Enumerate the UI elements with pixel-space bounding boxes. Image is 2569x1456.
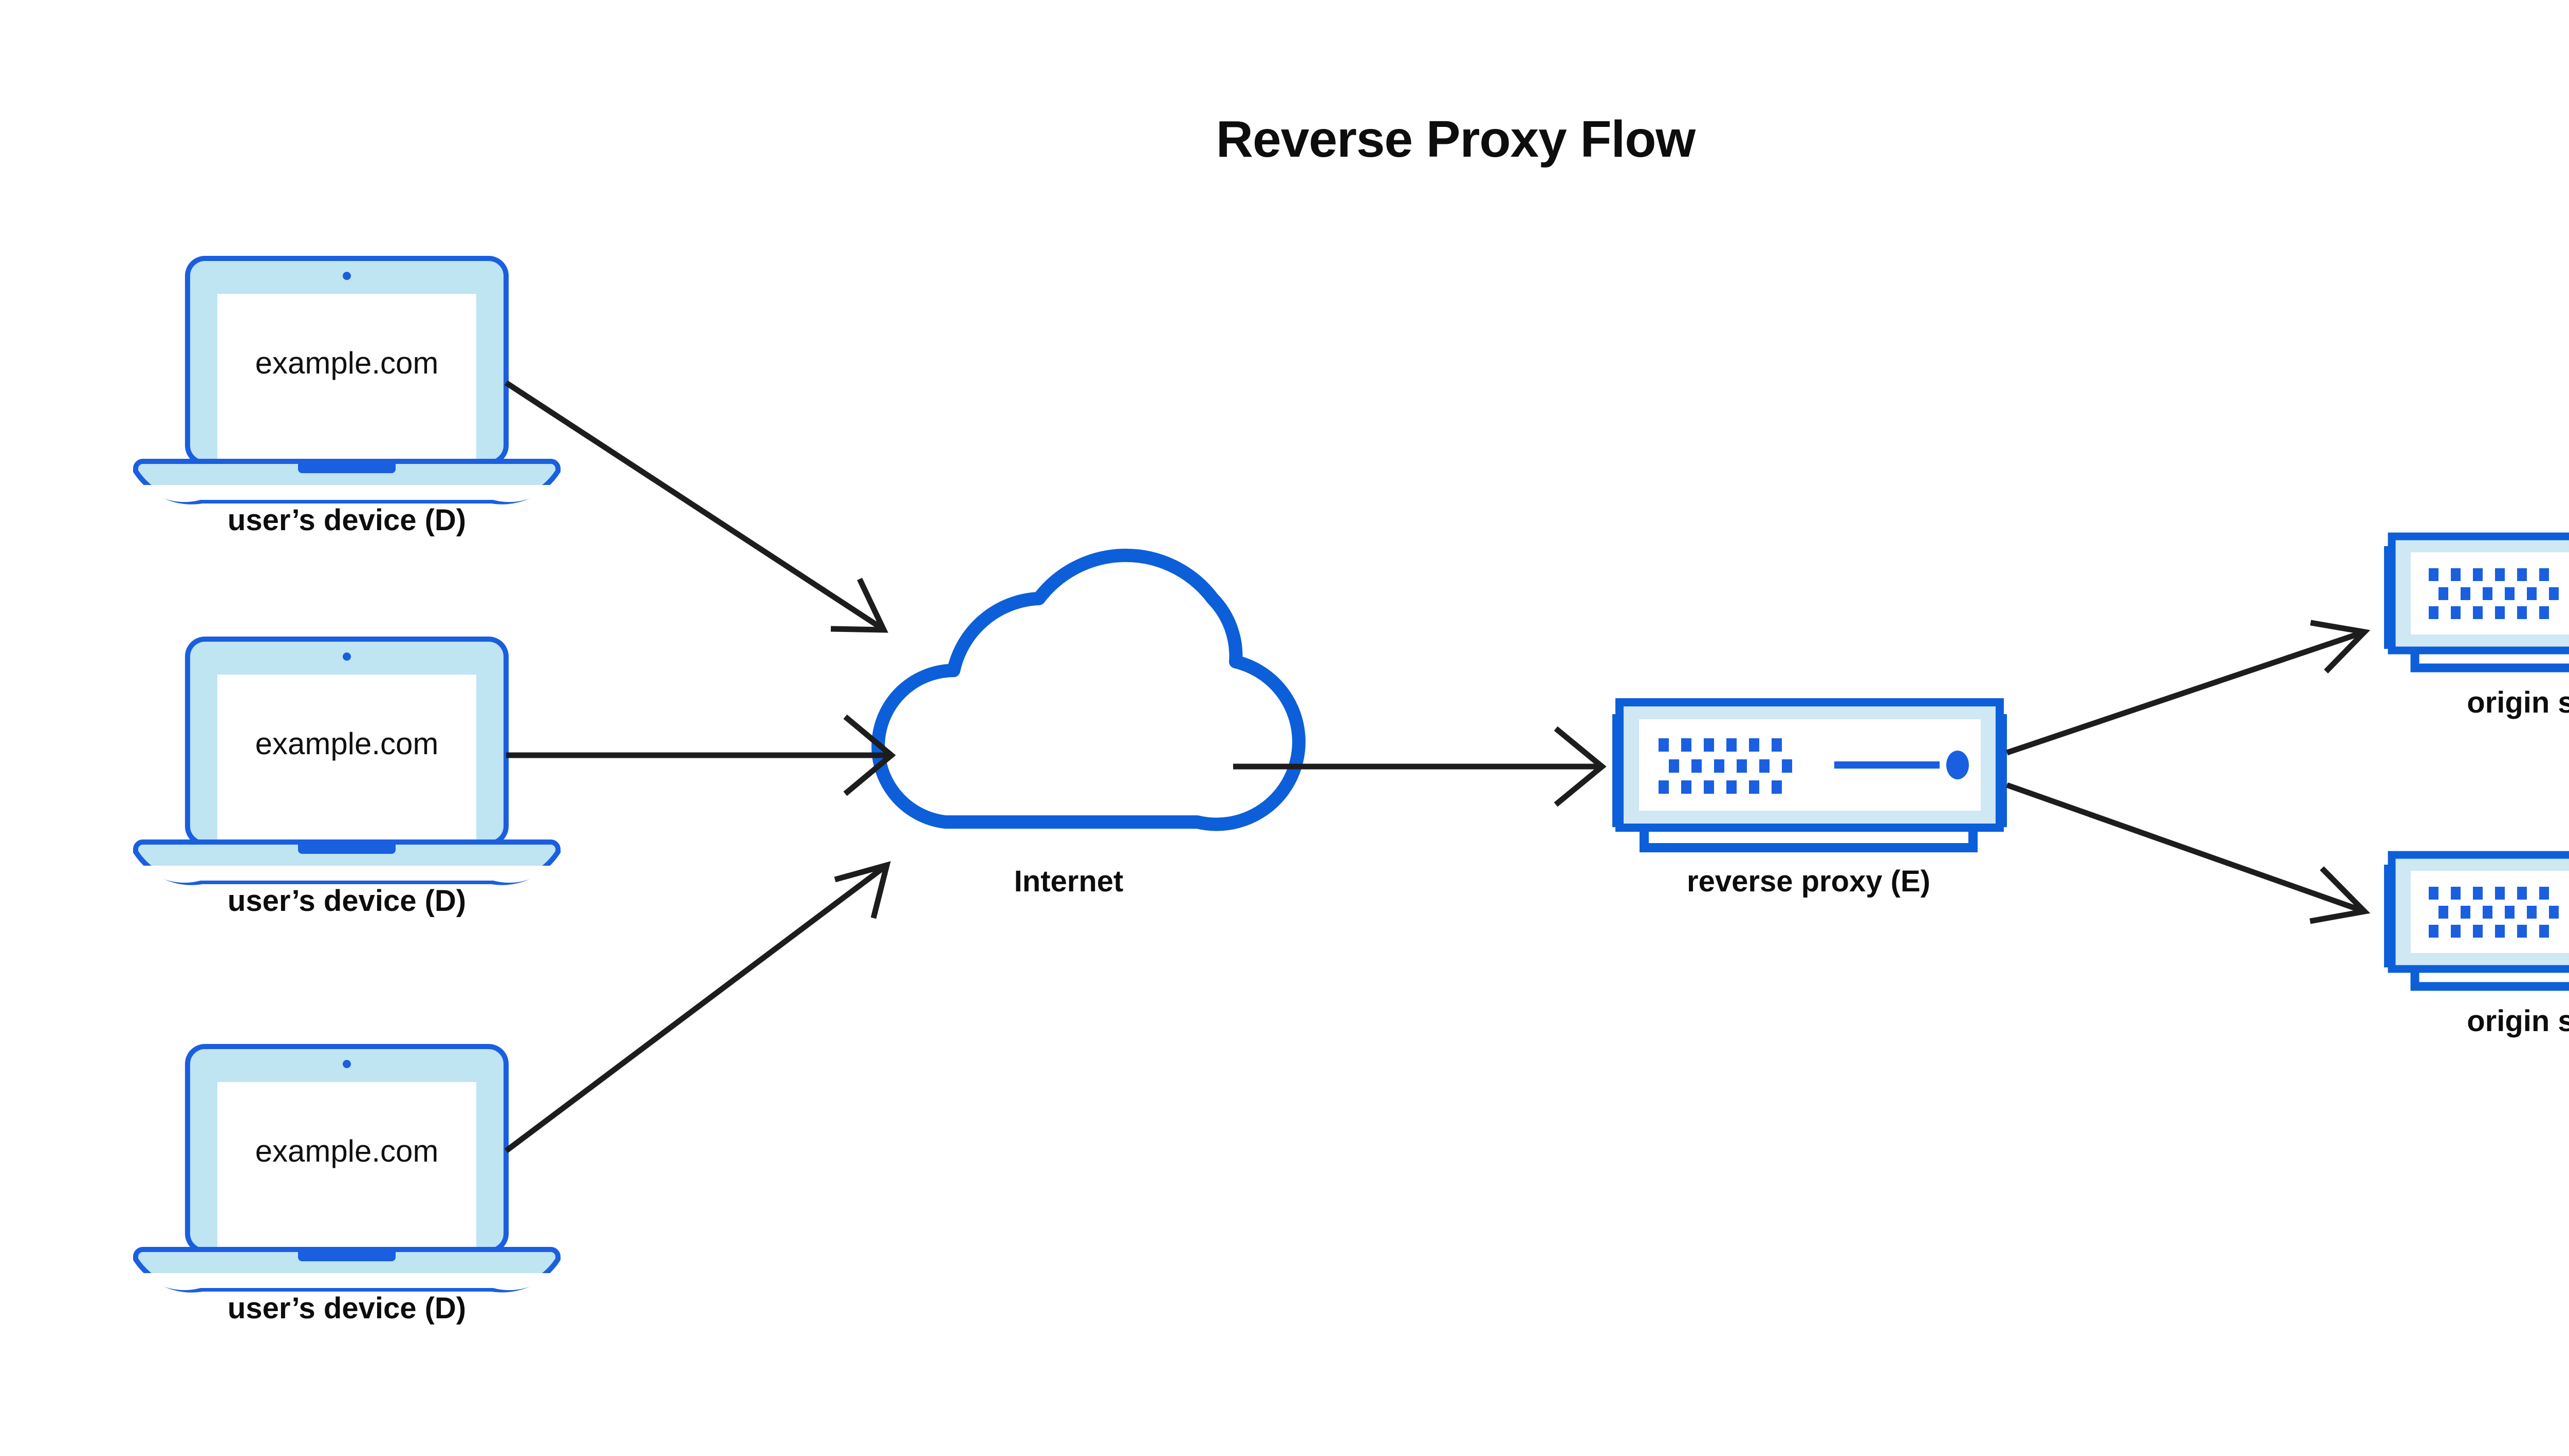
device-screen-text: example.com: [255, 726, 439, 761]
origin-server-label: origin server (F): [2467, 686, 2569, 719]
device-node-middle[interactable]: example.com user’s device (D): [133, 637, 561, 918]
arrow-head-icon: [2310, 866, 2371, 924]
laptop-icon: [133, 1044, 561, 1293]
laptop-icon: [133, 256, 561, 505]
edge-proxy-to-origin-top: [2006, 620, 2371, 756]
edge-device-top-to-internet: [504, 380, 888, 633]
server-icon: [1612, 698, 2007, 852]
server-icon: [2384, 851, 2569, 991]
device-label: user’s device (D): [228, 503, 466, 537]
laptop-icon: [133, 637, 561, 885]
arrow-head-icon: [843, 714, 896, 796]
page-title: Reverse Proxy Flow: [1216, 110, 1696, 168]
edge-device-bottom-to-internet: [504, 861, 891, 1153]
internet-node[interactable]: Internet: [871, 549, 1306, 898]
cloud-icon: [871, 549, 1306, 831]
internet-label: Internet: [1014, 865, 1124, 898]
arrow-head-icon: [1554, 726, 1607, 807]
arrow-head-icon: [834, 861, 891, 919]
device-label: user’s device (D): [228, 884, 466, 918]
device-screen-text: example.com: [255, 1134, 439, 1168]
reverse-proxy-label: reverse proxy (E): [1687, 865, 1930, 898]
reverse-proxy-node[interactable]: reverse proxy (E): [1612, 698, 2007, 898]
device-label: user’s device (D): [228, 1292, 466, 1325]
origin-server-node-bottom[interactable]: origin server (F): [2384, 851, 2569, 1038]
device-node-top[interactable]: example.com user’s device (D): [133, 256, 561, 537]
edge-internet-to-proxy: [1233, 726, 1607, 807]
device-screen-text: example.com: [255, 346, 439, 380]
edge-device-middle-to-internet: [506, 714, 896, 796]
origin-server-label: origin server (F): [2467, 1004, 2569, 1038]
arrow-head-icon: [2310, 620, 2371, 674]
origin-server-node-top[interactable]: origin server (F): [2384, 532, 2569, 719]
edge-proxy-to-origin-bottom: [2006, 782, 2371, 924]
server-icon: [2384, 532, 2569, 673]
arrow-head-icon: [830, 577, 888, 633]
device-node-bottom[interactable]: example.com user’s device (D): [133, 1044, 561, 1325]
